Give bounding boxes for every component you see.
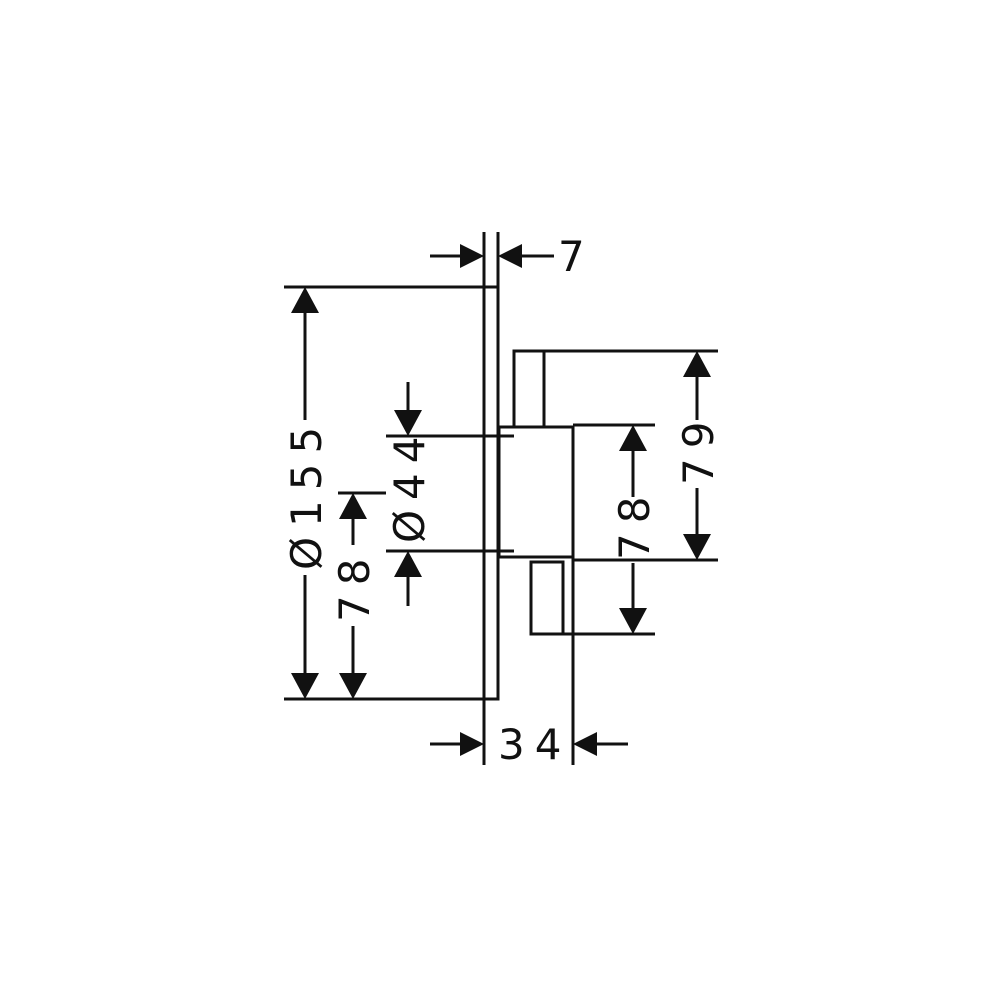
dimension-diameter-155: Ø155	[282, 285, 484, 701]
dimension-label-34: 34	[498, 720, 571, 769]
dimension-diameter-44: Ø44	[385, 382, 514, 606]
cartridge-body	[497, 425, 575, 559]
lower-spindle	[529, 560, 565, 636]
dimension-label-right-78: 78	[610, 487, 659, 560]
dimension-label-155: Ø155	[282, 417, 331, 570]
dimension-right-78: 78	[563, 423, 659, 636]
dimension-label-7: 7	[558, 232, 595, 281]
dimension-label-44: Ø44	[385, 426, 434, 543]
dimension-thickness-7: 7	[430, 232, 595, 287]
cover-plate	[482, 285, 500, 701]
upper-spindle	[512, 349, 546, 431]
dimension-depth-34: 34	[430, 557, 628, 769]
dimension-label-79: 79	[674, 412, 723, 485]
dimension-left-78: 78	[330, 491, 386, 699]
dimension-right-79: 79	[544, 349, 723, 562]
dimension-label-left-78: 78	[330, 549, 379, 622]
